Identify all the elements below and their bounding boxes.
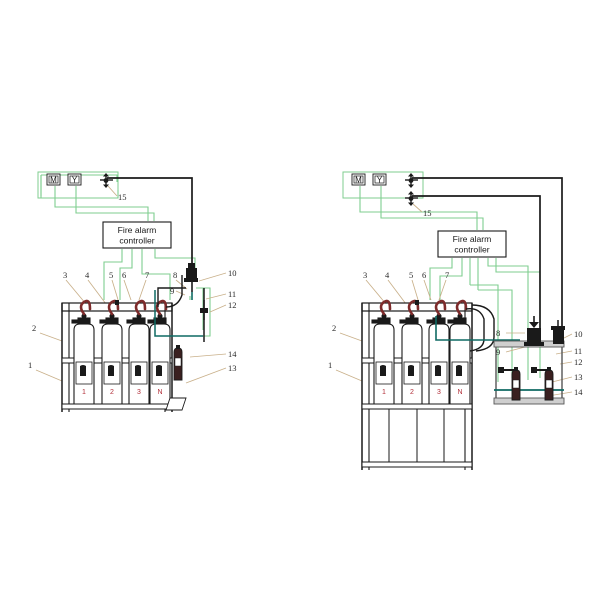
right-callout-4: 4 [385, 270, 390, 280]
left-nozzle-15 [100, 173, 113, 188]
right-diagram: M Y 15 Fire alarm co [328, 171, 583, 470]
right-discharge-pipe-a [412, 177, 563, 330]
left-callout-1: 1 [28, 360, 32, 370]
left-cylinders: 1 2 [71, 313, 171, 405]
right-callout-13: 13 [574, 372, 583, 382]
left-callout-9: 9 [170, 286, 174, 296]
left-callout-13: 13 [228, 363, 237, 373]
right-flex-hoses [379, 299, 468, 316]
right-callout-8: 8 [496, 328, 500, 338]
right-cylinder-1: 1 [371, 313, 395, 405]
left-cylinder-n: N [147, 313, 171, 405]
right-leader-15 [412, 203, 423, 213]
right-selector-valve-b [551, 320, 565, 344]
left-base-plate [165, 397, 187, 411]
right-callout-12: 12 [574, 357, 583, 367]
left-callout-10: 10 [228, 268, 237, 278]
right-pilot-cylinder-2 [531, 367, 554, 401]
right-callout-7: 7 [445, 270, 449, 280]
left-teal-pipe [154, 290, 203, 337]
right-device-m[interactable]: M [351, 173, 366, 186]
right-callout-14: 14 [574, 387, 583, 397]
right-device-y-glyph: Y [377, 175, 383, 184]
right-callout-leaders-top [365, 279, 447, 305]
left-discharge-pipe [107, 177, 193, 272]
right-manifold-fitting [415, 300, 419, 305]
left-fire-alarm-controller[interactable]: Fire alarm controller [102, 221, 172, 249]
left-callout-15: 15 [118, 192, 127, 202]
left-valve-8 [184, 263, 198, 292]
left-callout-5: 5 [109, 270, 113, 280]
right-nozzle-lower [405, 191, 418, 206]
right-callout-2: 2 [332, 323, 336, 333]
left-device-m[interactable]: M [46, 173, 61, 186]
left-cylinder-tag-n: N [157, 389, 162, 396]
right-cylinders: 1 2 [371, 313, 471, 405]
right-callout-3: 3 [363, 270, 367, 280]
right-cylinder-tag-n: N [457, 389, 462, 396]
right-callout-6: 6 [422, 270, 426, 280]
right-callout-15: 15 [423, 208, 432, 218]
right-selector-valve-a [524, 316, 544, 346]
left-pilot-manifold [157, 275, 186, 308]
right-device-m-glyph: M [355, 175, 362, 184]
left-callout-11: 11 [228, 289, 236, 299]
left-device-y-glyph: Y [72, 175, 78, 184]
right-fire-alarm-controller[interactable]: Fire alarm controller [437, 230, 507, 258]
left-callout-leaders-left [35, 332, 63, 382]
right-callout-1: 1 [328, 360, 332, 370]
right-controller-line1: Fire alarm [453, 234, 492, 244]
right-cylinder-3: 3 [426, 313, 450, 405]
left-callout-leaders-right [185, 272, 227, 384]
left-callout-14: 14 [228, 349, 237, 359]
left-callout-6: 6 [122, 270, 126, 280]
right-cylinder-tag-2: 2 [410, 389, 414, 396]
right-cylinder-tag-1: 1 [382, 389, 386, 396]
left-callout-4: 4 [85, 270, 90, 280]
right-callout-10: 10 [574, 329, 583, 339]
left-diagram: M Y 15 Fire alarm controller [28, 171, 237, 412]
left-leader-15 [107, 185, 118, 197]
right-device-y[interactable]: Y [372, 173, 387, 186]
left-cylinder-tag-2: 2 [110, 389, 114, 396]
right-callout-11: 11 [574, 346, 582, 356]
left-leader-9 [175, 290, 186, 296]
left-callout-2: 2 [32, 323, 36, 333]
left-callout-7: 7 [145, 270, 149, 280]
left-cylinder-2: 2 [99, 313, 123, 405]
left-cylinder-tag-1: 1 [82, 389, 86, 396]
left-pilot-cylinder-14 [173, 345, 183, 381]
left-device-y[interactable]: Y [67, 173, 82, 186]
left-device-m-glyph: M [50, 175, 57, 184]
right-cylinder-tag-3: 3 [437, 389, 441, 396]
right-cylinder-2: 2 [399, 313, 423, 405]
left-controller-line1: Fire alarm [118, 225, 157, 235]
right-callout-9: 9 [496, 347, 500, 357]
right-callout-5: 5 [409, 270, 413, 280]
left-callout-8: 8 [173, 270, 177, 280]
right-discharge-pipe-b [412, 195, 541, 328]
right-cylinder-n: N [447, 313, 471, 405]
right-main-riser [465, 304, 495, 352]
left-controller-line2: controller [119, 236, 154, 246]
left-flex-hoses [79, 299, 168, 316]
right-teal-pipe-main [435, 316, 520, 341]
right-callout-leaders-left [335, 332, 363, 382]
left-cylinder-3: 3 [126, 313, 150, 405]
left-callout-12: 12 [228, 300, 237, 310]
left-manifold-fitting [115, 300, 119, 305]
right-nozzle-upper [405, 173, 418, 188]
left-cylinder-tag-3: 3 [137, 389, 141, 396]
left-cylinder-1: 1 [71, 313, 95, 405]
right-callout-leaders-mid [505, 332, 526, 353]
right-controller-line2: controller [454, 245, 489, 255]
left-callout-3: 3 [63, 270, 67, 280]
right-pilot-cylinder-1 [498, 367, 521, 401]
